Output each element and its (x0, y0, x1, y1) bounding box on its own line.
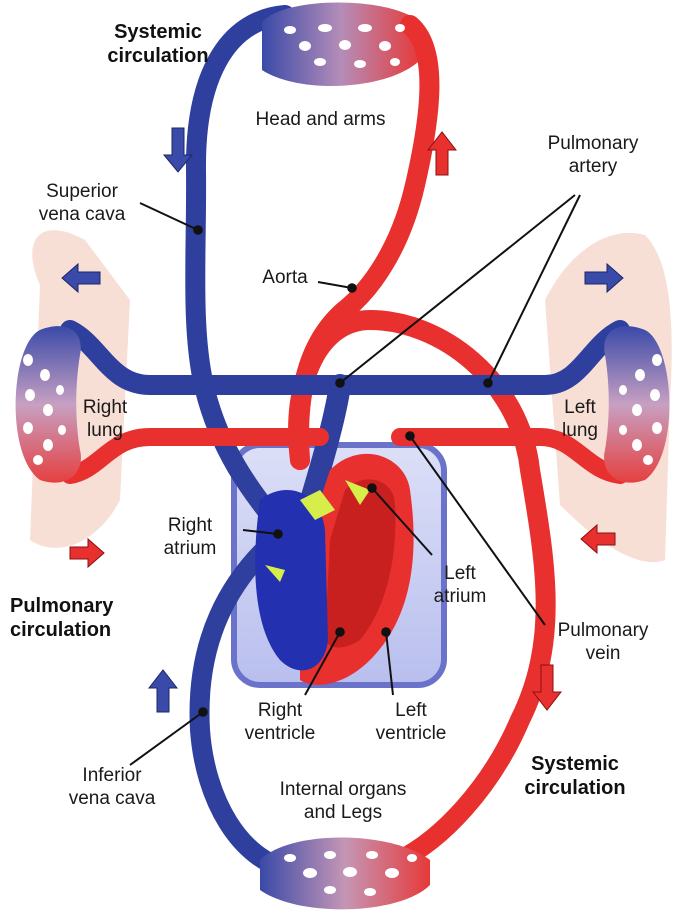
label-line: Left (444, 563, 476, 584)
label-line: ventricle (375, 723, 447, 744)
leader-pulmonary-vein (405, 431, 546, 626)
label-line: atrium (163, 538, 217, 559)
arrow-down-bottom-right (531, 664, 563, 711)
label-line: and Legs (303, 802, 383, 823)
left-heart-inner (325, 479, 396, 648)
title-systemic-bottom: Systemic circulation (505, 752, 645, 800)
pulmonary-vein-left (61, 428, 329, 484)
title-line: circulation (524, 777, 626, 799)
flow-arrows (61, 127, 624, 713)
title-line: Pulmonary (10, 595, 114, 617)
label-aorta: Aorta (262, 267, 308, 288)
arrow-right-bottom-left (69, 537, 105, 569)
label-right-atrium: Right atrium (140, 514, 240, 560)
leader-left-ventricle (381, 627, 394, 696)
label-head-and-arms: Head and arms (255, 109, 386, 130)
leader-lines (129, 194, 581, 766)
label-line: Left (395, 700, 427, 721)
label-line: vein (585, 643, 621, 664)
label-inferior-vena-cava: Inferior vena cava (52, 764, 172, 810)
label-line: ventricle (244, 723, 316, 744)
label-pulmonary-vein: Pulmonary vein (548, 619, 658, 665)
label-line: Superior (46, 181, 118, 202)
capillary-holes (23, 24, 662, 896)
label-line: Right (167, 515, 213, 536)
pulmonary-artery-left (60, 320, 350, 395)
arrow-left-lung (61, 262, 101, 294)
leader-right-ventricle (304, 627, 345, 696)
leader-superior-vena-cava (139, 202, 203, 235)
label-line: artery (568, 156, 618, 177)
arrow-left-bottom-right (580, 523, 616, 555)
label-line: lung (562, 420, 598, 441)
leader-pulmonary-artery-2 (483, 194, 581, 388)
descending-aorta (288, 309, 556, 870)
title-line: Systemic (531, 753, 619, 775)
arrow-up-bottom-left (147, 669, 179, 713)
valves (265, 480, 370, 582)
superior-vena-cava-vessel (185, 5, 295, 535)
leader-aorta (317, 281, 357, 293)
leader-right-atrium (242, 529, 283, 539)
arrow-right-lung (584, 262, 624, 294)
label-left-ventricle: Left ventricle (356, 699, 466, 745)
label-line: Inferior (82, 765, 142, 786)
title-line: circulation (10, 619, 112, 641)
label-line: Internal organs (279, 779, 407, 800)
title-systemic-top: Systemic circulation (98, 20, 218, 68)
label-superior-vena-cava: Superior vena cava (22, 180, 142, 226)
label-right-lung: Right lung (75, 396, 135, 442)
title-pulmonary: Pulmonary circulation (10, 594, 160, 642)
leader-left-atrium (367, 483, 433, 556)
label-line: Right (82, 397, 128, 418)
title-line: circulation (107, 45, 209, 67)
label-line: vena cava (68, 788, 156, 809)
label-right-ventricle: Right ventricle (230, 699, 330, 745)
arrow-up-top-right (426, 131, 458, 176)
label-line: Right (257, 700, 303, 721)
label-line: Pulmonary (557, 620, 649, 641)
leader-inferior-vena-cava (129, 707, 208, 766)
label-line: vena cava (38, 204, 126, 225)
label-left-lung: Left lung (550, 396, 610, 442)
label-line: Left (564, 397, 596, 418)
label-internal-organs: Internal organs and Legs (258, 778, 428, 824)
title-line: Systemic (114, 21, 202, 43)
inferior-vena-cava-vessel (189, 530, 300, 880)
label-line: Pulmonary (547, 133, 639, 154)
leader-pulmonary-artery-1 (335, 194, 576, 388)
label-left-atrium: Left atrium (420, 562, 500, 608)
arrow-down-top-left (162, 127, 194, 173)
label-line: atrium (433, 586, 487, 607)
label-pulmonary-artery: Pulmonary artery (538, 132, 648, 178)
label-line: lung (87, 420, 123, 441)
